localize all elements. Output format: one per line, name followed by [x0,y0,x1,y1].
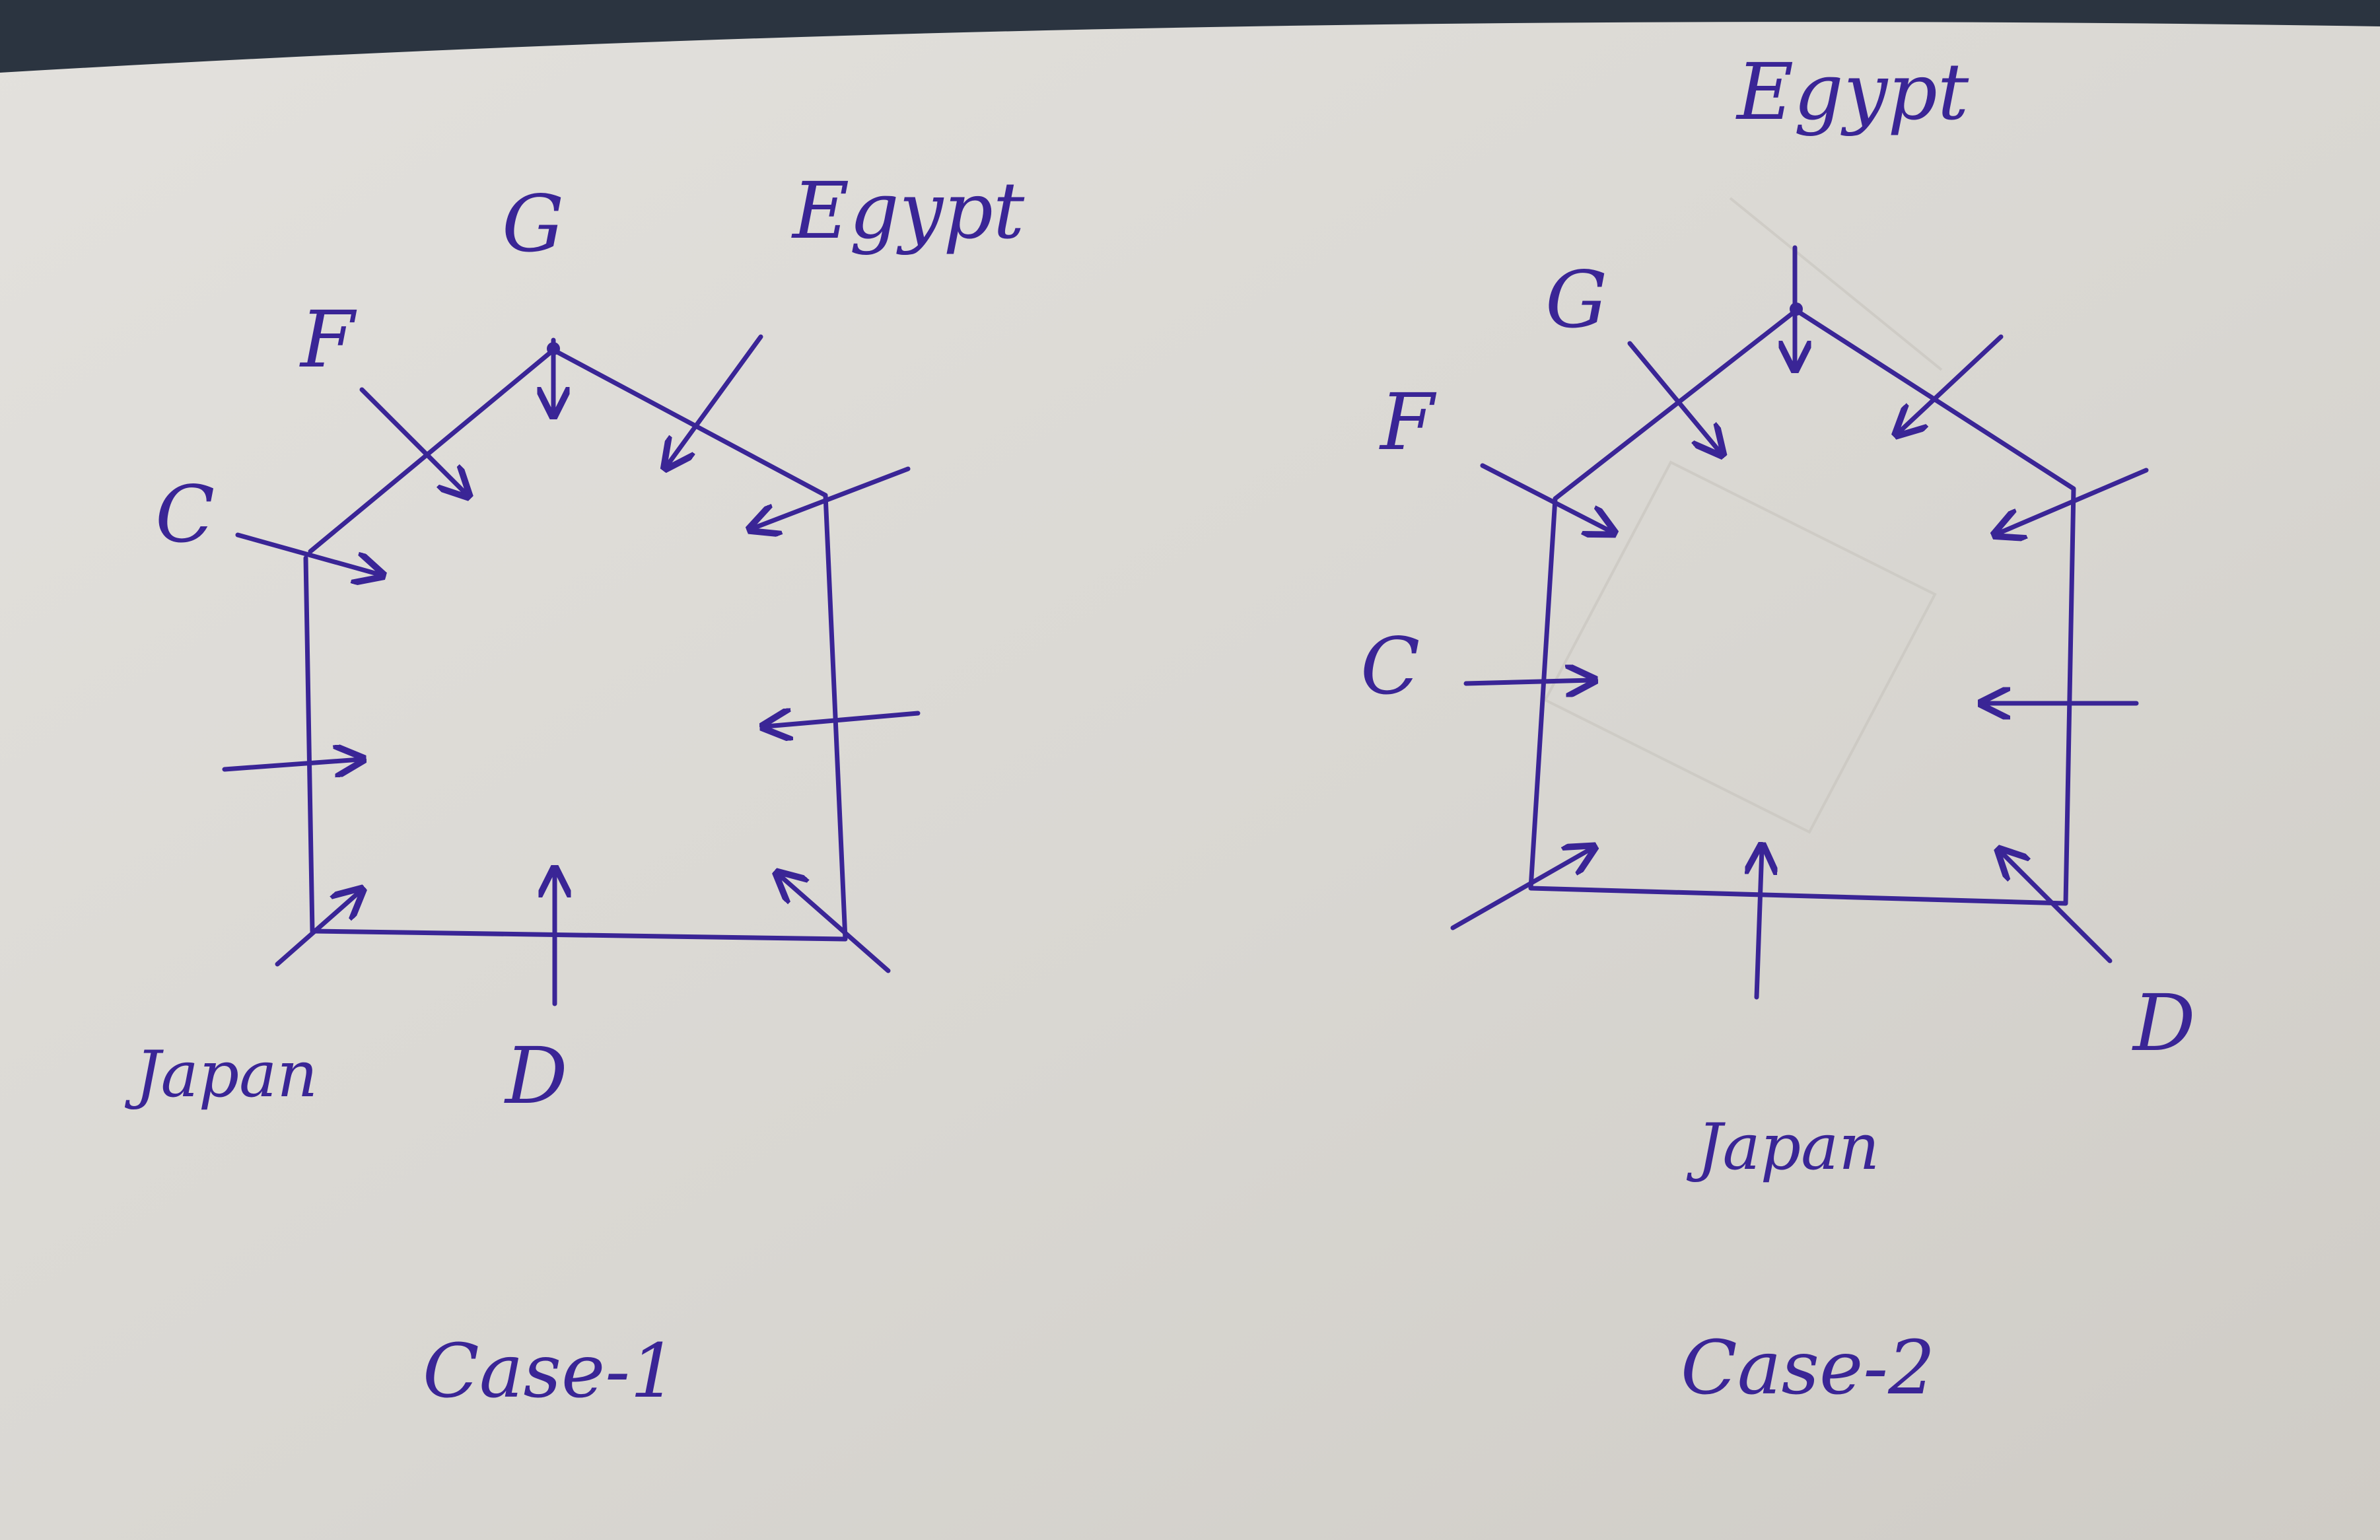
case-2-arrow-right-top [1998,468,2149,534]
case-2-label-c: C [1360,621,1420,712]
case-1-arrow-right-mid [766,713,921,726]
case-2-arrow-bottom-left [1450,849,1592,930]
case-2-caption: Case-2 [1681,1325,1935,1411]
case-2-label-egypt: Egypt [1735,46,1969,137]
case-1-arrow-japan [275,892,360,967]
case-1-arrows [222,334,921,1006]
case-1-arrow-bottom-right [779,875,891,973]
case-1-label-f: F [299,294,357,385]
case-1-label-g: G [502,178,564,269]
paper-sheet [0,22,2380,1540]
case-1-label-c: C [155,469,215,560]
case-2-diagram: Egypt G F C D Japan Case-2 [1360,46,2196,1411]
case-1-diagram: G Egypt F C Japan D Case-1 [124,165,1025,1415]
case-1-caption: Case-1 [423,1329,677,1415]
case-2-pentagon-outline [1528,308,2076,906]
case-2-arrow-g [1627,341,1720,452]
case-1-label-egypt: Egypt [791,165,1025,256]
case-2-arrow-egypt-right [1899,334,2004,433]
case-2-label-d: D [2132,977,2196,1068]
case-1-arrow-egypt [667,334,763,466]
case-1-arrow-c [235,532,380,575]
case-1-arrow-left-mid [222,759,360,769]
faint-backside-marks [1543,197,1943,834]
case-1-pentagon-outline [303,347,848,942]
case-2-arrow-japan [1757,849,1762,1000]
case-1-label-japan: Japan [124,1037,318,1111]
case-1-arrow-right-top [753,466,911,528]
case-2-arrow-d [2001,852,2113,963]
case-2-label-f: F [1379,376,1437,468]
case-2-arrow-c [1463,680,1592,683]
case-1-label-d: D [504,1030,568,1121]
case-1-arrow-f [359,387,466,494]
case-2-arrow-f [1480,463,1611,532]
case-2-label-g: G [1545,254,1607,345]
case-2-label-japan: Japan [1686,1110,1879,1184]
case-2-arrows [1450,245,2149,1000]
